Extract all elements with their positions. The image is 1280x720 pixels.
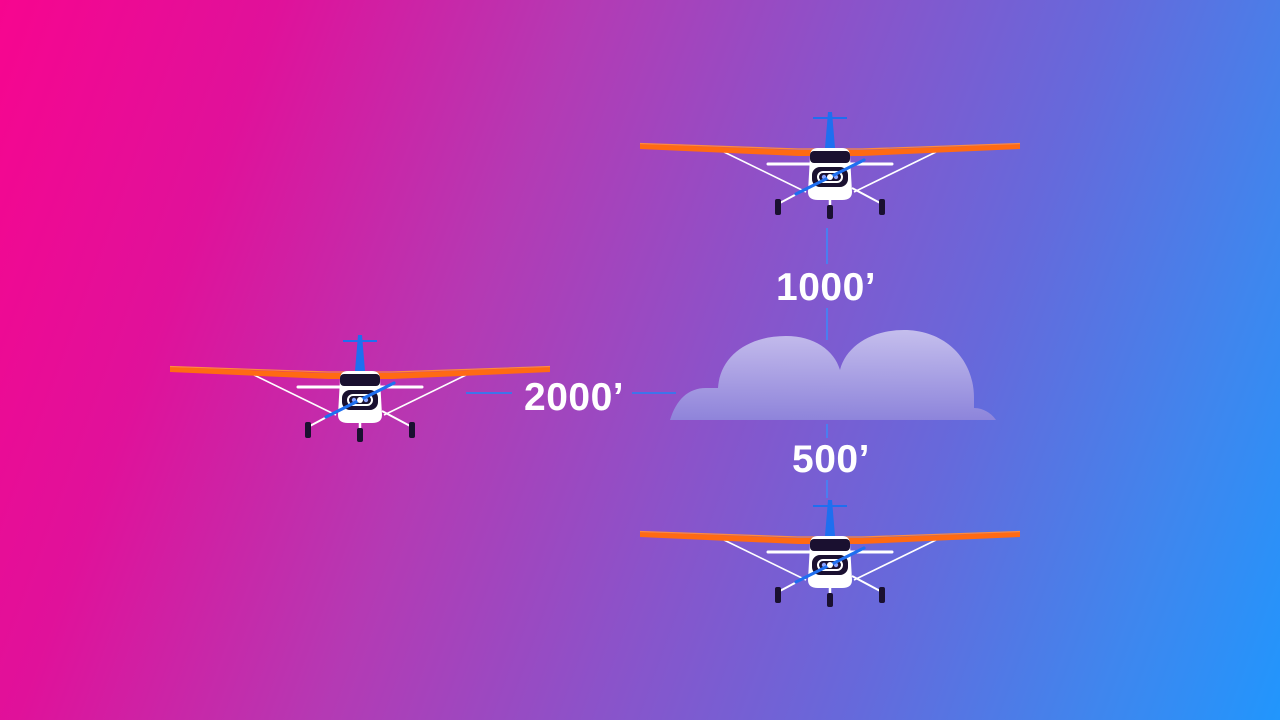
guide-line-bottom-lower — [826, 480, 828, 498]
guide-line-top-upper — [826, 228, 828, 264]
cloud-icon — [668, 320, 998, 424]
guide-line-right — [632, 392, 676, 394]
plane-icon — [638, 498, 1022, 610]
plane-icon — [638, 110, 1022, 222]
horizontal-distance-label: 2000’ — [524, 376, 625, 419]
guide-line-left — [466, 392, 512, 394]
guide-line-bottom-upper — [826, 424, 828, 438]
below-distance-label: 500’ — [792, 438, 870, 481]
guide-line-top-lower — [826, 308, 828, 340]
plane-icon — [168, 333, 552, 445]
above-distance-label: 1000’ — [776, 266, 877, 309]
